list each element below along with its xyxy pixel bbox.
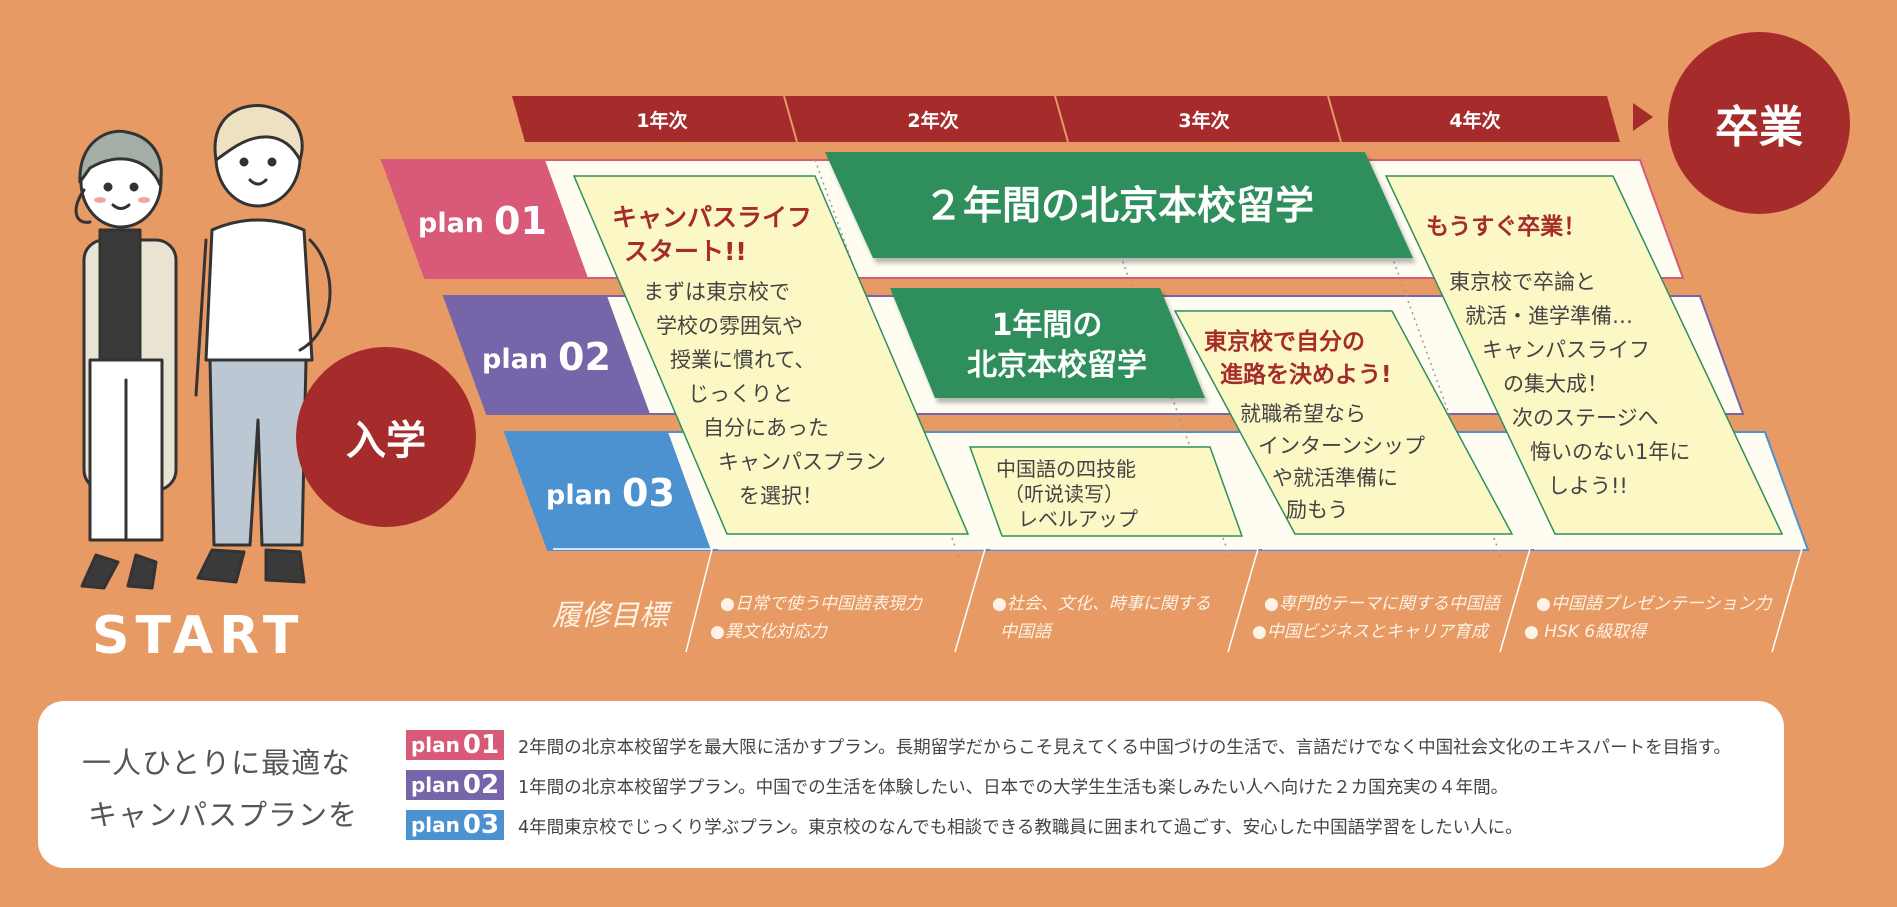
- year-3-label: 3年次: [1178, 109, 1229, 132]
- year1-card-line: 授業に慣れて、: [670, 348, 815, 372]
- catchphrase-line: 一人ひとりに最適な: [82, 746, 352, 780]
- goal-year2: ●社会、文化、時事に関する: [992, 594, 1211, 614]
- arrow-right-icon: [1633, 103, 1653, 131]
- students-illustration: [74, 104, 332, 590]
- year-1-label: 1年次: [636, 109, 687, 132]
- plan03-label-prefix: plan: [546, 480, 612, 511]
- year4-card-line: 次のステージへ: [1512, 406, 1659, 430]
- plan03-year2-line: 中国語の四技能: [996, 457, 1136, 481]
- year-header: 1年次 2年次 3年次 4年次: [512, 95, 1653, 143]
- year1-card-line: キャンパスプラン: [718, 450, 886, 474]
- year4-card-line: キャンパスライフ: [1482, 338, 1650, 362]
- plan01-study-title: ２年間の北京本校留学: [924, 184, 1314, 229]
- goal-year4: ● HSK 6級取得: [1524, 622, 1648, 642]
- plan02-study-banner: [890, 288, 1205, 398]
- goal-year2: 中国語: [1000, 622, 1054, 642]
- plan01-label-num: 01: [494, 199, 547, 243]
- goal-year3: ●専門的テーマに関する中国語: [1264, 594, 1503, 614]
- plan01-study-banner: [825, 152, 1413, 258]
- goal-year1: ●異文化対応力: [710, 622, 829, 642]
- year1-card-line: 自分にあった: [703, 416, 829, 440]
- year1-card-title-2: スタート!!: [624, 237, 747, 266]
- plan03-year2-line: レベルアップ: [1018, 507, 1138, 531]
- goals-label: 履修目標: [552, 598, 673, 632]
- enrollment-badge: 入学: [296, 347, 476, 527]
- year1-card-line: じっくりと: [688, 382, 793, 406]
- year3-card: 東京校で自分の 進路を決めよう! 就職希望なら インターンシップ や就活準備に …: [1173, 310, 1514, 535]
- plan03-tag-prefix: plan: [410, 813, 460, 837]
- year4-card: もうすぐ卒業！ 東京校で卒論と 就活・進学準備… キャンパスライフ の集大成！ …: [1384, 175, 1784, 535]
- year-header-bar: [512, 96, 1620, 142]
- catchphrase-line: キャンパスプランを: [88, 798, 359, 832]
- plan03-year2-line: （听说读写）: [1004, 482, 1124, 506]
- goal-year1: ●日常で使う中国語表現力: [720, 594, 924, 614]
- plan02-description: 1年間の北京本校留学プラン。中国での生活を体験したい、日本での大学生生活も楽しみ…: [518, 778, 1509, 798]
- year4-card-line: しよう!!: [1548, 474, 1628, 498]
- plan02-tag-num: 02: [462, 770, 500, 800]
- year3-card-title-2: 進路を決めよう!: [1220, 361, 1392, 388]
- year4-card-line: 悔いのない1年に: [1530, 440, 1690, 464]
- catchphrase: 一人ひとりに最適な キャンパスプランを: [82, 737, 358, 841]
- plan02-label-num: 02: [558, 335, 611, 379]
- goal-year3: ●中国ビジネスとキャリア育成: [1252, 622, 1491, 642]
- female-student-illustration: [74, 129, 178, 590]
- male-student-illustration: [194, 104, 332, 584]
- year4-card-line: 東京校で卒論と: [1449, 270, 1596, 294]
- plan02-tag-prefix: plan: [410, 773, 460, 797]
- plan02-study-title-1: 1年間の: [992, 308, 1103, 343]
- year4-card-line: 就活・進学準備…: [1465, 304, 1633, 328]
- goal-year4: ●中国語プレゼンテーション力: [1536, 594, 1773, 614]
- year3-card-line: 就職希望なら: [1240, 402, 1366, 426]
- plan02-label-prefix: plan: [482, 344, 548, 375]
- plan-diagram: 1年次 2年次 3年次 4年次 plan 01 plan 02 plan 03 …: [74, 95, 1810, 653]
- plan03-label-num: 03: [622, 471, 675, 515]
- year3-card-line: や就活準備に: [1272, 466, 1398, 490]
- plan02-study-title-2: 北京本校留学: [967, 348, 1147, 383]
- plan01-description: 2年間の北京本校留学を最大限に活かすプラン。長期留学だからこそ見えてくる中国づけ…: [518, 738, 1731, 758]
- year1-card-line: まずは東京校で: [643, 280, 790, 304]
- year4-card-title: もうすぐ卒業！: [1426, 213, 1586, 240]
- year-4-label: 4年次: [1449, 109, 1500, 132]
- year1-card-line: 学校の雰囲気や: [656, 314, 803, 338]
- plan03-tag-num: 03: [462, 810, 500, 840]
- year4-card-line: の集大成！: [1503, 372, 1608, 396]
- year1-card-title-1: キャンパスライフ: [612, 203, 812, 232]
- year3-card-title-1: 東京校で自分の: [1204, 328, 1365, 355]
- start-label: START: [92, 606, 305, 666]
- year3-card-line: インターンシップ: [1258, 434, 1425, 458]
- year1-card-line: を選択！: [739, 484, 823, 508]
- plan01-label-prefix: plan: [418, 208, 484, 239]
- plan01-tag-prefix: plan: [410, 733, 460, 757]
- year3-card-line: 励もう: [1286, 498, 1348, 522]
- graduation-badge: 卒業: [1668, 32, 1850, 214]
- year1-card: キャンパスライフ スタート!! まずは東京校で 学校の雰囲気や 授業に慣れて、 …: [572, 175, 970, 535]
- goals-row: 履修目標 ●日常で使う中国語表現力 ●異文化対応力 ●社会、文化、時事に関する …: [552, 548, 1803, 653]
- plan03-year2-card: 中国語の四技能 （听说读写） レベルアップ: [968, 446, 1244, 537]
- plan01-tag-num: 01: [462, 730, 500, 760]
- year-2-label: 2年次: [907, 109, 958, 132]
- plan03-description: 4年間東京校でじっくり学ぶプラン。東京校のなんでも相談できる教職員に囲まれて過ご…: [518, 818, 1523, 838]
